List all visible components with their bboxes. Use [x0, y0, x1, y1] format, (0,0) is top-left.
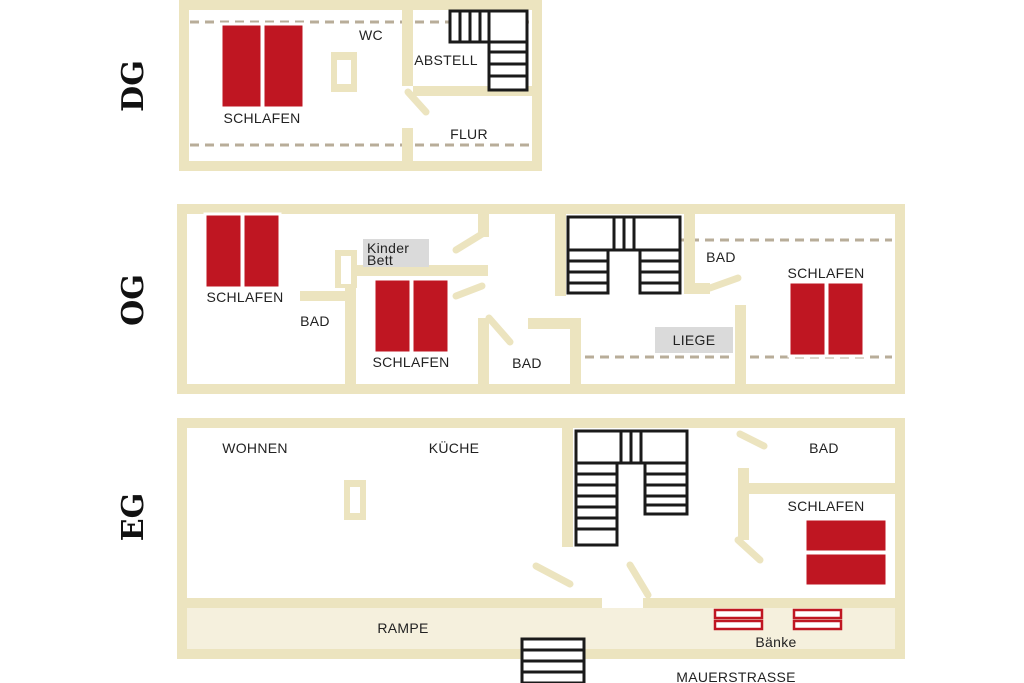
og-liege-box [655, 327, 733, 353]
dg-label-schlafen: SCHLAFEN [223, 110, 300, 126]
eg-label-street: MAUERSTRASSE [676, 669, 796, 683]
eg-ramp-wall-left [187, 598, 602, 608]
eg-label-kueche: KÜCHE [429, 439, 480, 456]
og-wall-bad-h [528, 318, 581, 329]
dg-outer-wall [179, 0, 542, 171]
og-bed-left-2 [241, 212, 282, 290]
og-door-2 [452, 282, 486, 300]
og-wall-bad-v [478, 213, 489, 237]
eg-label-bad: BAD [809, 440, 839, 456]
dg-wall-center-low [402, 128, 413, 163]
og-door-3 [485, 314, 514, 346]
og-wall-mid-v [345, 250, 356, 389]
dg-wall-wc-inner [337, 60, 351, 84]
eg-bench-left-icon [713, 608, 764, 631]
eg-label-baenke: Bänke [755, 634, 796, 650]
og-wall-right-v [684, 213, 695, 283]
og-label-bad-left: BAD [300, 313, 330, 329]
eg-door-1 [532, 562, 574, 588]
og-wall-bad-v2 [478, 318, 489, 384]
floor-og: Kinder Bett SCHLAFEN BAD SCHLAFEN BAD BA… [116, 204, 905, 394]
eg-stair-icon [574, 429, 689, 547]
eg-label-rampe: RAMPE [377, 620, 428, 636]
dg-label-abstell: ABSTELL [414, 52, 478, 68]
eg-bed-1 [803, 517, 889, 554]
og-bed-right-1 [787, 280, 828, 358]
og-bed-mid-2 [410, 277, 451, 355]
og-stair-icon [566, 215, 682, 295]
og-label-schlafen-right: SCHLAFEN [787, 265, 864, 281]
og-label-bad-right: BAD [706, 249, 736, 265]
eg-door-4 [734, 536, 764, 564]
eg-door-2 [626, 561, 652, 599]
og-wall-stair-v [555, 213, 566, 296]
dg-label-wc: WC [359, 27, 383, 43]
eg-bench-right-icon [792, 608, 843, 631]
eg-label-wohnen: WOHNEN [222, 440, 288, 456]
dg-door [404, 88, 430, 116]
og-label-bad-mid: BAD [512, 355, 542, 371]
og-wall-bad-left [300, 291, 345, 301]
eg-column-inner [350, 487, 360, 513]
dg-wall-abstell [413, 86, 533, 96]
floor-eg: WOHNEN KÜCHE BAD SCHLAFEN RAMPE Bänke MA… [116, 418, 905, 683]
eg-door-3 [736, 430, 768, 450]
og-label-kinder: Kinder [367, 240, 409, 256]
eg-wall-stair-v [562, 427, 573, 547]
dg-label-flur: FLUR [450, 126, 488, 142]
eg-wall-right-v [738, 468, 749, 540]
og-wall-right-h [684, 283, 710, 294]
dg-bed-left [219, 22, 264, 110]
dg-stair-icon [448, 9, 529, 92]
og-wall-bad-v3 [570, 318, 581, 384]
og-label-liege: LIEGE [673, 332, 716, 348]
eg-wall-right-h [749, 483, 895, 494]
og-label-bett: Bett [367, 252, 393, 268]
og-floor-label: OG [116, 274, 151, 326]
dg-bed-right [261, 22, 306, 110]
dg-floor-label: DG [116, 60, 151, 112]
og-wall-kids-post-inner [341, 256, 351, 284]
floor-dg: WC ABSTELL SCHLAFEN FLUR DG [116, 0, 542, 171]
eg-floor-label: EG [116, 493, 151, 542]
dg-wall-center [402, 8, 413, 86]
og-label-schlafen-left: SCHLAFEN [206, 289, 283, 305]
og-kinder-box [363, 239, 429, 267]
og-bed-right-2 [825, 280, 866, 358]
og-bed-mid-1 [372, 277, 413, 355]
og-door-1 [452, 230, 486, 254]
og-outer-wall [177, 204, 905, 394]
og-wall-mid-h [345, 265, 488, 276]
og-wall-liege-v [735, 305, 746, 384]
og-door-4 [706, 274, 742, 292]
og-label-schlafen-mid: SCHLAFEN [372, 354, 449, 370]
eg-bed-2 [803, 551, 889, 588]
eg-entrance-stair-icon [520, 637, 586, 683]
eg-ramp-wall-right [643, 598, 895, 608]
og-bed-left-1 [203, 212, 244, 290]
eg-label-schlafen: SCHLAFEN [787, 498, 864, 514]
